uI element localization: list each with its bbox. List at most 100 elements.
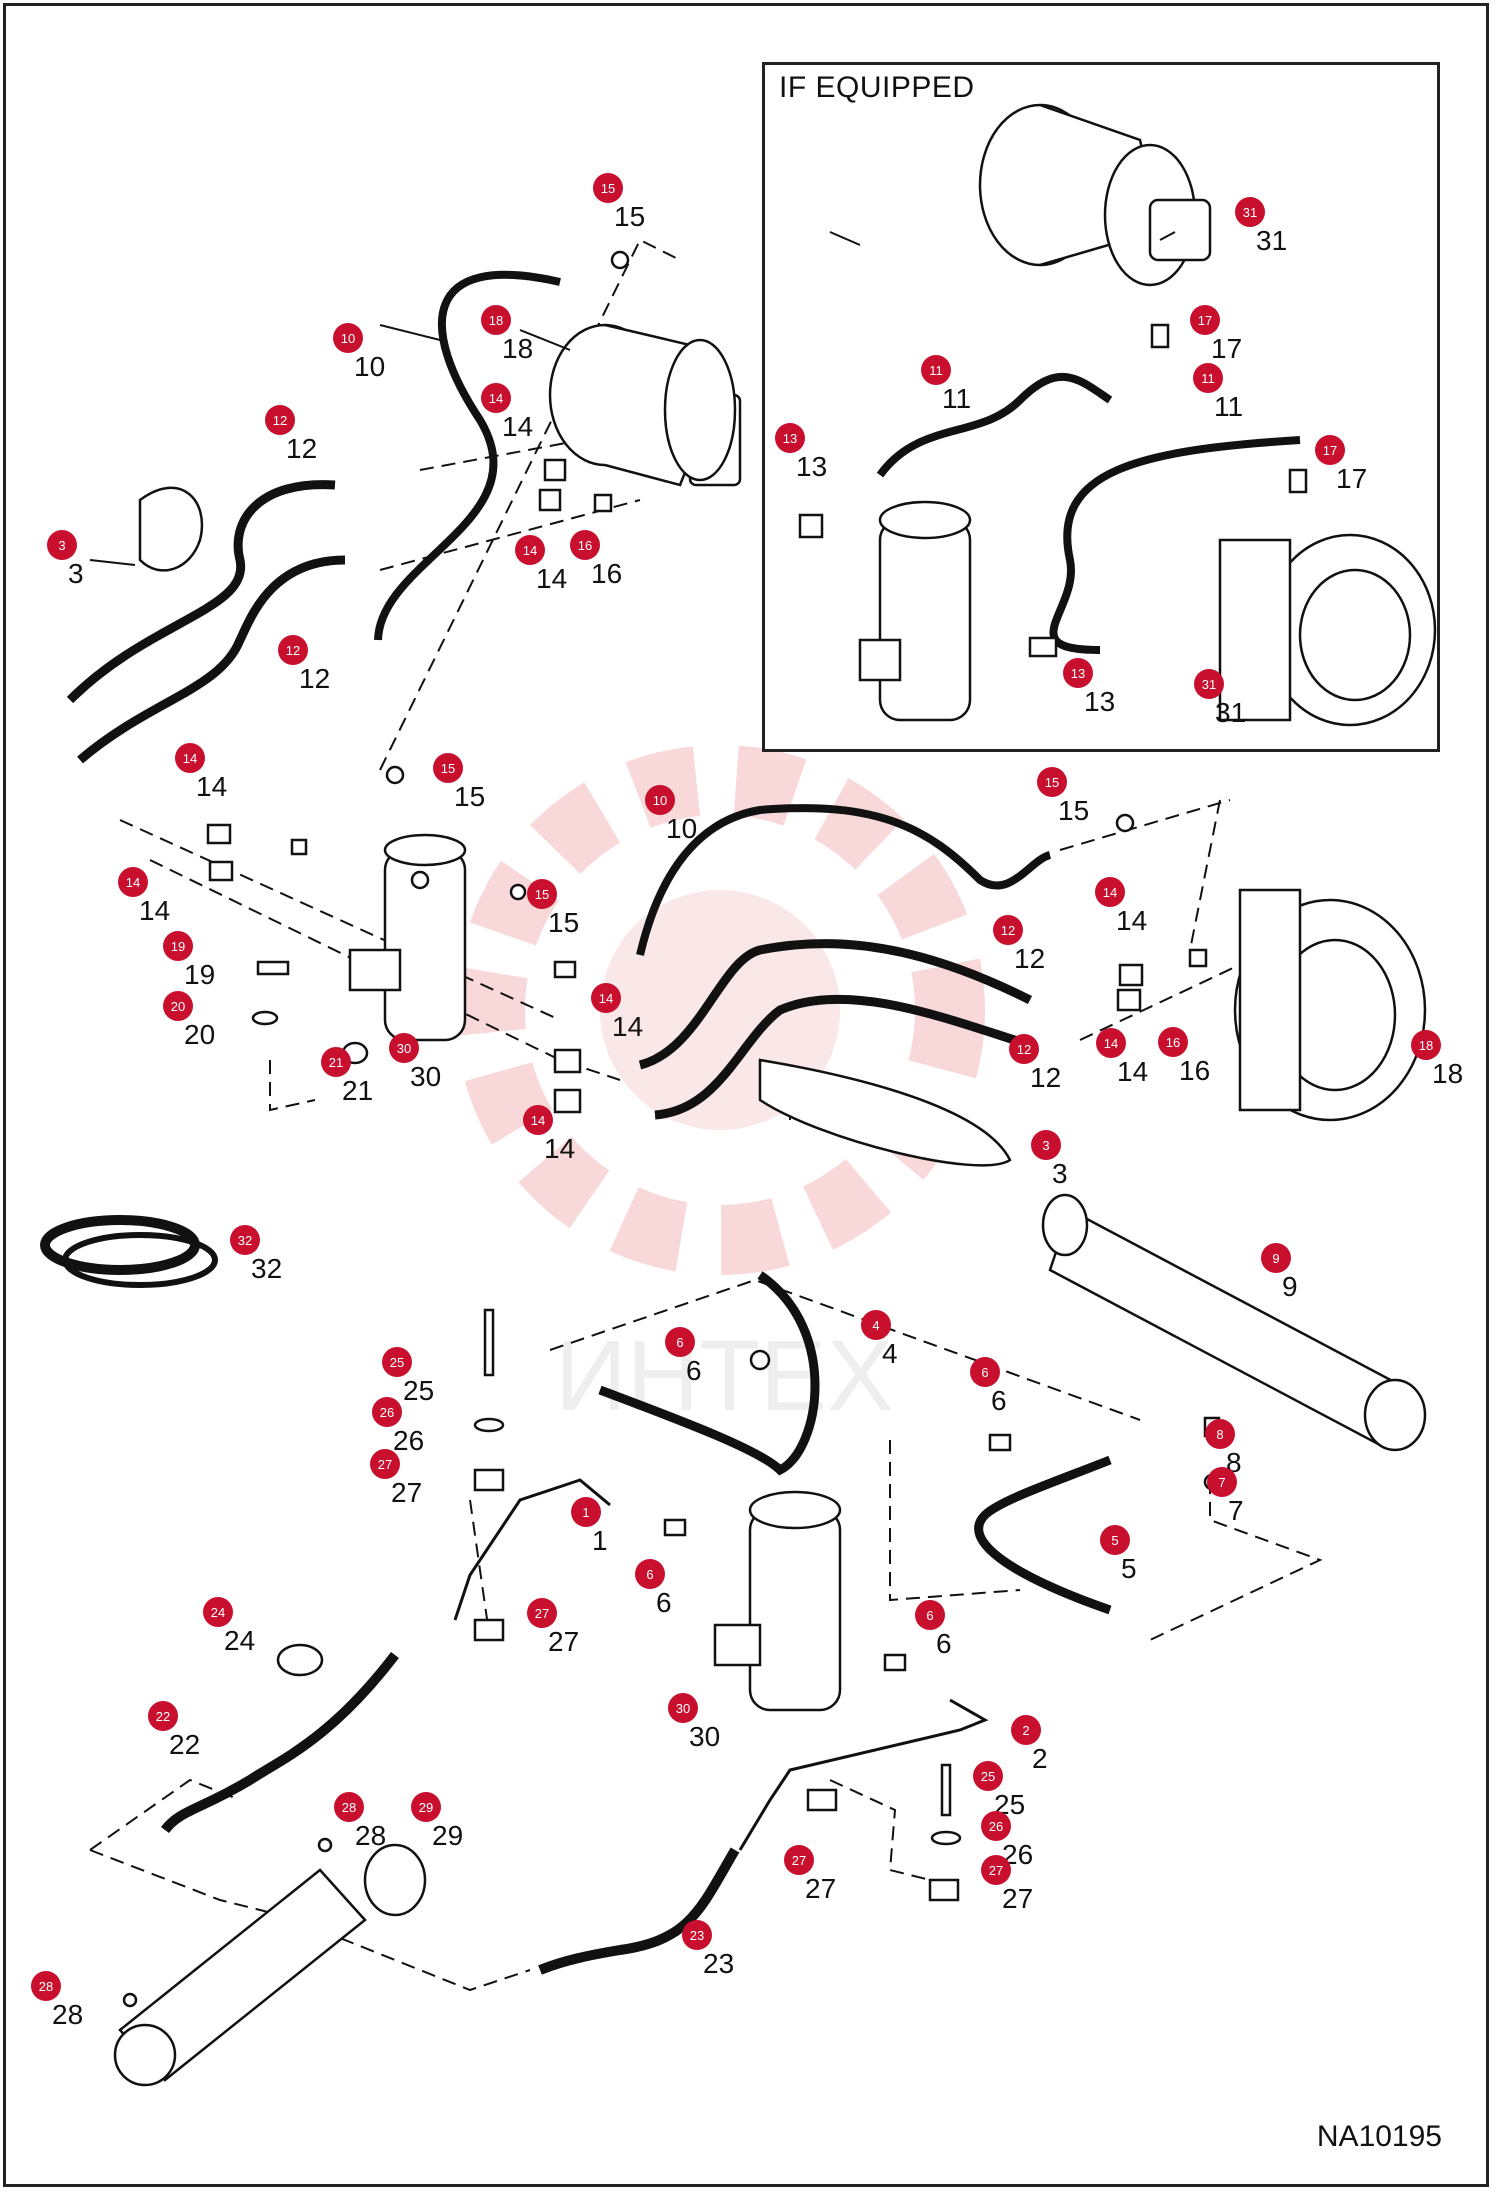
- callout-badge: [682, 1920, 712, 1950]
- callout-badge: [163, 991, 193, 1021]
- hose-guard-32-coil-2: [62, 1232, 218, 1288]
- callout-badge-number: 15: [535, 887, 549, 902]
- callout-3: 33: [47, 530, 84, 589]
- travel-motor-18-top: [548, 323, 742, 487]
- callout-label-number: 16: [591, 558, 622, 589]
- callout-badge-number: 26: [380, 1405, 394, 1420]
- travel-motor-18-right: [1233, 888, 1427, 1122]
- watermark: ИНТЕХ: [455, 745, 985, 1432]
- callout-label-number: 29: [432, 1820, 463, 1851]
- callout-label-number: 17: [1336, 463, 1367, 494]
- callout-label-number: 32: [251, 1253, 282, 1284]
- callout-badge: [665, 1327, 695, 1357]
- callout-badge-number: 13: [1071, 666, 1085, 681]
- callout-badge-number: 14: [183, 751, 197, 766]
- callout-badge-number: 26: [989, 1819, 1003, 1834]
- callout-badge: [1235, 197, 1265, 227]
- callout-5: 55: [1100, 1525, 1137, 1584]
- callout-label-number: 14: [612, 1011, 643, 1042]
- callout-badge-number: 14: [1104, 1036, 1118, 1051]
- callout-badge: [481, 383, 511, 413]
- hose-guard-3-right: [758, 1058, 1012, 1167]
- hose-22: [161, 1651, 399, 1834]
- callout-badge: [570, 530, 600, 560]
- callout-label-number: 13: [1084, 686, 1115, 717]
- hose-23: [538, 1847, 740, 1975]
- callout-badge: [163, 931, 193, 961]
- callout-badge: [265, 405, 295, 435]
- tube-2: [738, 1698, 989, 1851]
- callout-badge-number: 6: [981, 1365, 988, 1380]
- callout-badge-number: 15: [441, 761, 455, 776]
- callout-badge: [1095, 877, 1125, 907]
- callout-badge-number: 14: [531, 1113, 545, 1128]
- callout-badge: [973, 1761, 1003, 1791]
- hose-guard-3-top: [138, 486, 204, 572]
- callout-label-number: 10: [666, 813, 697, 844]
- callout-label-number: 19: [184, 959, 215, 990]
- callout-2: 22: [1011, 1715, 1048, 1774]
- callout-badge-number: 14: [1103, 885, 1117, 900]
- callout-label-number: 6: [656, 1587, 672, 1618]
- callout-4: 44: [861, 1310, 898, 1369]
- callout-badge-number: 12: [286, 643, 300, 658]
- callout-badge: [1011, 1715, 1041, 1745]
- callout-badge: [148, 1701, 178, 1731]
- callout-badge-number: 6: [926, 1608, 933, 1623]
- callout-badge-number: 18: [1419, 1038, 1433, 1053]
- callout-badge-number: 16: [1166, 1035, 1180, 1050]
- callout-label-number: 7: [1228, 1495, 1244, 1526]
- callout-badge-number: 4: [872, 1318, 879, 1333]
- callout-badge-number: 11: [929, 363, 943, 378]
- callout-badge-number: 13: [783, 431, 797, 446]
- callout-badge: [1205, 1419, 1235, 1449]
- callout-badge-number: 14: [523, 543, 537, 558]
- callout-badge-number: 30: [397, 1041, 411, 1056]
- callout-badge: [921, 355, 951, 385]
- callout-badge-number: 15: [1045, 775, 1059, 790]
- callout-label-number: 4: [882, 1338, 898, 1369]
- drawing-reference: NA10195: [1316, 2120, 1442, 2153]
- swivel-inset: [858, 500, 972, 722]
- hose-10-right: [636, 804, 1052, 956]
- travel-motor-31-inset-bottom: [1218, 533, 1437, 727]
- hose-12-b: [77, 555, 346, 764]
- callout-badge-number: 27: [535, 1606, 549, 1621]
- callout-badge: [993, 915, 1023, 945]
- callout-label-number: 5: [1121, 1553, 1137, 1584]
- callout-badge-number: 32: [238, 1233, 252, 1248]
- callout-badge-number: 31: [1202, 677, 1216, 692]
- callout-label-number: 25: [403, 1375, 434, 1406]
- components: [113, 103, 1437, 2087]
- inset-title: IF EQUIPPED: [779, 71, 975, 104]
- callout-label-number: 12: [286, 433, 317, 464]
- callout-label-number: 14: [196, 771, 227, 802]
- callout-leaders: [89, 231, 1176, 566]
- callout-label-number: 31: [1215, 697, 1246, 728]
- callout-badge: [1063, 658, 1093, 688]
- callout-label-number: 9: [1282, 1271, 1298, 1302]
- hose-5: [974, 1455, 1112, 1615]
- callout-label-number: 26: [393, 1425, 424, 1456]
- callout-badge: [591, 983, 621, 1013]
- callout-badge: [372, 1397, 402, 1427]
- callout-label-number: 27: [548, 1626, 579, 1657]
